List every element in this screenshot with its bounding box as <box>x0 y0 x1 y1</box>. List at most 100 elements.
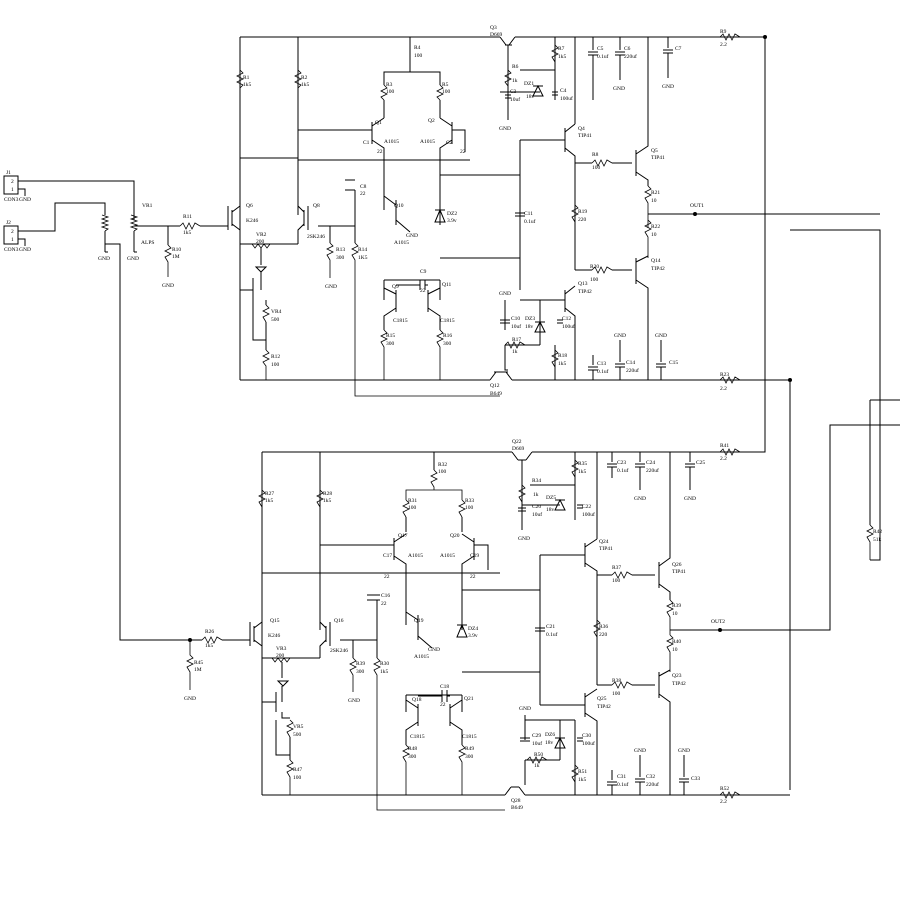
r39-ref: R39 <box>672 603 681 609</box>
q21-type: C1815 <box>462 734 477 740</box>
q26-ref: Q26 <box>672 562 682 568</box>
c16-val: 22 <box>381 601 387 607</box>
q2-type: A1015 <box>420 139 435 145</box>
c24-val: 220uf <box>646 467 659 474</box>
connector-j1: J1 2 1 CON3 GND <box>3 170 135 220</box>
q8-ref: Q8 <box>313 203 320 209</box>
r39-val: 10 <box>672 611 678 617</box>
r22-val: 10 <box>651 232 657 238</box>
c11-ref: C11 <box>524 211 533 217</box>
c14-ref: C14 <box>626 360 635 366</box>
gnd-label: GND <box>662 84 674 90</box>
c8-val: 22 <box>360 191 366 197</box>
c17-val: 22 <box>384 574 390 580</box>
c12-ref: C12 <box>562 316 571 322</box>
c18-val: 22 <box>440 702 446 708</box>
j1-pin1: 1 <box>11 187 14 193</box>
j2-pin1: 1 <box>11 237 14 243</box>
r49-val: 300 <box>465 754 474 760</box>
r45-val: 1M <box>194 667 202 673</box>
c23-val: 0.1uf <box>617 467 629 474</box>
c13-ref: C13 <box>597 361 606 367</box>
gnd-label: GND <box>655 333 667 339</box>
r30-val: 1k5 <box>380 669 389 675</box>
q10-ref: Q10 <box>394 203 404 209</box>
r35-ref: R35 <box>578 461 587 467</box>
r37-ref: R37 <box>612 565 621 571</box>
r6-val: 1k <box>512 78 518 84</box>
r41-val: 2.2 <box>720 456 727 462</box>
r39b-val: 300 <box>356 669 365 675</box>
r40-val: 10 <box>672 647 678 653</box>
c22-val: 100uf <box>582 511 595 518</box>
dz1-val: 18v <box>526 94 535 100</box>
j2-gnd: GND <box>19 247 31 253</box>
q22-ref: Q22 <box>512 439 522 445</box>
vr5-ref: VR5 <box>293 724 304 730</box>
dz1-ref: DZ1 <box>524 81 534 87</box>
r15-val: 300 <box>386 341 395 347</box>
c9-ref: C9 <box>420 269 427 275</box>
gnd-label: GND <box>98 256 110 262</box>
q23-ref: Q23 <box>672 673 682 679</box>
q15-ref: Q15 <box>270 618 280 624</box>
vr1-type: ALPS <box>141 240 154 246</box>
r49-ref: R49 <box>465 746 474 752</box>
q11-ref: Q11 <box>442 282 452 288</box>
q1-type: A1015 <box>384 139 399 145</box>
r3-val: 100 <box>386 89 395 95</box>
q15-type: K246 <box>268 633 280 639</box>
q16-type: 2SK246 <box>330 648 348 654</box>
q20-type: A1015 <box>440 553 455 559</box>
c30-ref: C30 <box>582 733 591 739</box>
r5-ref: R5 <box>442 82 449 88</box>
gnd-label: GND <box>348 698 360 704</box>
c23-ref: C23 <box>617 460 626 466</box>
c22-ref: C22 <box>582 504 591 510</box>
q16-ref: Q16 <box>334 618 344 624</box>
c25-ref: C25 <box>696 460 705 466</box>
j1-type: CON3 <box>4 197 19 203</box>
r22-ref: R22 <box>651 224 660 230</box>
r42-ref: R42 <box>873 529 882 535</box>
q14-type: TIP42 <box>651 266 665 272</box>
c17-ref: C17 <box>383 553 392 559</box>
r32-val: 100 <box>438 469 447 475</box>
r17-val: 1k <box>512 349 518 355</box>
c31-val: 0.1uf <box>617 781 629 788</box>
r23-val: 2.2 <box>720 386 727 392</box>
r47-val: 100 <box>293 775 302 781</box>
r9-val: 2.2 <box>720 42 727 48</box>
r13-val: 300 <box>336 255 345 261</box>
r10-val: 1M <box>172 254 180 260</box>
r48-val: 300 <box>408 754 417 760</box>
r14-ref: R14 <box>358 247 367 253</box>
r41-ref: R41 <box>720 443 729 449</box>
gnd-label: GND <box>127 256 139 262</box>
r6-ref: R6 <box>512 64 519 70</box>
r4-val: 100 <box>414 53 423 59</box>
gnd-label: GND <box>325 284 337 290</box>
gnd-label: GND <box>613 86 625 92</box>
gnd-label: GND <box>428 647 440 653</box>
c33-ref: C33 <box>691 776 700 782</box>
r47-ref: R47 <box>293 767 302 773</box>
c32-ref: C32 <box>646 774 655 780</box>
r51-ref: R51 <box>578 769 587 775</box>
r7-val: 1k5 <box>558 54 567 60</box>
out2-label: OUT2 <box>711 619 725 625</box>
gnd-label: GND <box>684 496 696 502</box>
r33-val: 100 <box>465 505 474 511</box>
q12-ref: Q12 <box>490 383 500 389</box>
c32-val: 220uf <box>646 781 659 788</box>
r1-ref: R1 <box>243 75 250 81</box>
r2-val: 1k5 <box>301 82 310 88</box>
gnd-label: GND <box>678 748 690 754</box>
q19-type: A1015 <box>414 654 429 660</box>
gnd-label: GND <box>614 333 626 339</box>
r19-ref: R19 <box>578 209 587 215</box>
channel-1: R1 1k5 R2 1k5 R4 100 R3 100 R5 100 Q1 A1… <box>148 25 880 790</box>
j2-type: CON3 <box>4 247 19 253</box>
vr1-ref: VR1 <box>142 203 153 209</box>
